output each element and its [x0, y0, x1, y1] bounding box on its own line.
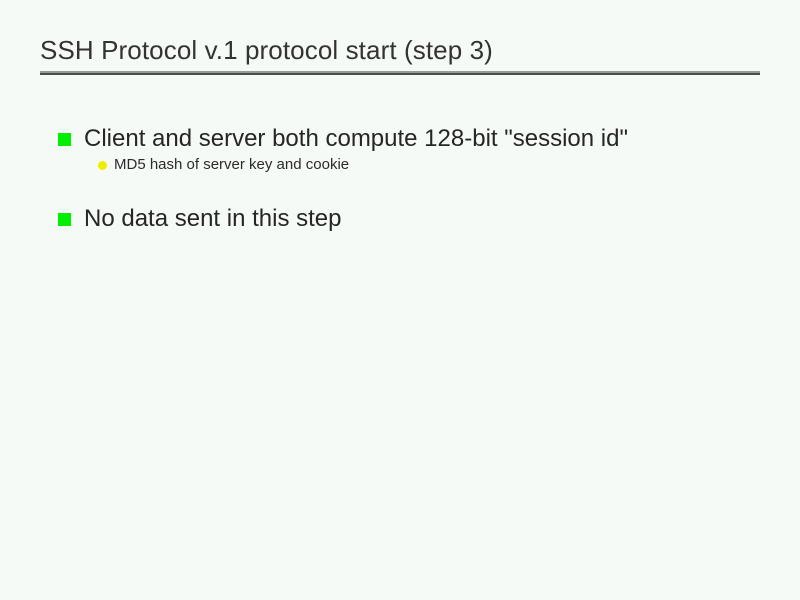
list-item: MD5 hash of server key and cookie — [84, 154, 758, 176]
page-title: SSH Protocol v.1 protocol start (step 3) — [40, 35, 493, 65]
slide-body: Client and server both compute 128-bit "… — [58, 124, 758, 234]
bullet-group-spacer — [58, 176, 758, 204]
list-item-label: No data sent in this step — [84, 205, 342, 232]
list-item: No data sent in this step — [58, 204, 758, 234]
yellow-circle-bullet-icon — [98, 161, 107, 170]
list-item-label: MD5 hash of server key and cookie — [114, 156, 350, 173]
list-item-label: Client and server both compute 128-bit "… — [84, 125, 628, 152]
green-square-bullet-icon — [58, 213, 71, 226]
title-divider — [40, 71, 760, 75]
slide-title-block: SSH Protocol v.1 protocol start (step 3) — [40, 34, 760, 66]
list-item: Client and server both compute 128-bit "… — [58, 124, 758, 154]
green-square-bullet-icon — [58, 133, 71, 146]
